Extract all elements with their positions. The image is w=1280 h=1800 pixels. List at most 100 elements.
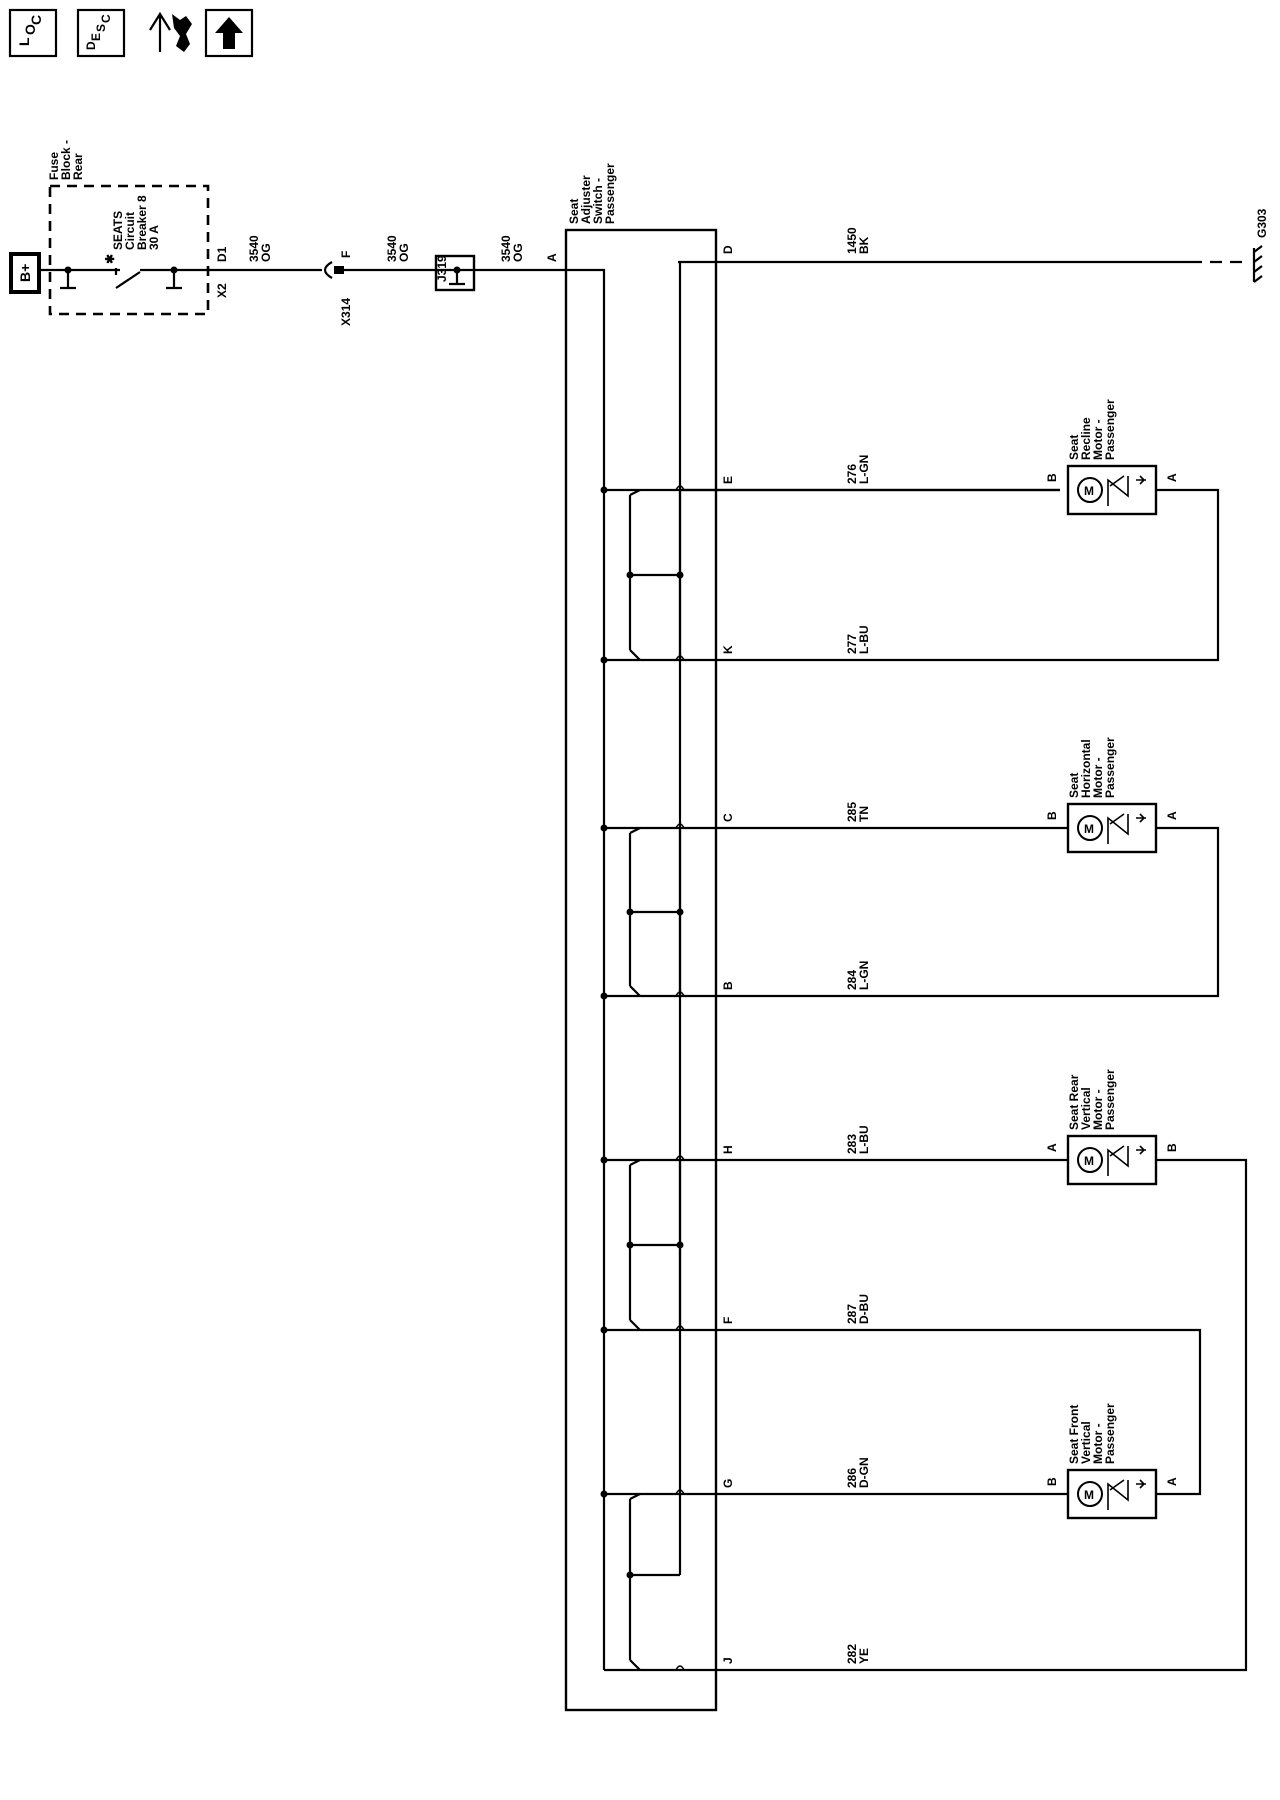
seat-recline-motor: M: [1066, 464, 1158, 516]
wire-276-label: 276 L-GN: [845, 455, 871, 484]
loc-letter-l: L: [16, 37, 32, 46]
svg-text:287: 287: [845, 1304, 859, 1324]
description-button[interactable]: D E S C: [76, 8, 126, 58]
svg-text:SEATS: SEATS: [111, 211, 125, 250]
svg-text:3540: 3540: [385, 235, 399, 262]
fuse-ground-terminal: [60, 270, 76, 290]
desc-letter-s: S: [94, 24, 108, 32]
desc-letter-c: C: [99, 14, 113, 23]
svg-text:M: M: [1084, 484, 1094, 498]
svg-text:3540: 3540: [499, 235, 513, 262]
svg-text:L-BU: L-BU: [857, 1125, 871, 1154]
wire-283-label: 283 L-BU: [845, 1125, 871, 1154]
switch-pin-g-label: G: [721, 1479, 735, 1488]
svg-text:D-GN: D-GN: [857, 1457, 871, 1488]
svg-text:Passenger: Passenger: [1103, 399, 1117, 460]
connector-f-label: F: [339, 251, 353, 258]
svg-text:Passenger: Passenger: [1103, 1403, 1117, 1464]
svg-text:Motor -: Motor -: [1091, 1089, 1105, 1130]
switch-pin-f-label: F: [721, 1317, 735, 1324]
svg-text:Passenger: Passenger: [603, 163, 617, 224]
circuit-breaker-icon: [115, 271, 141, 289]
up-arrow-button[interactable]: [204, 8, 254, 58]
splice-j319-box: [434, 254, 476, 292]
wire-277-label: 277 L-BU: [845, 625, 871, 654]
connector-x2-label: X2: [215, 283, 229, 298]
wire-1450-label: 1450 BK: [845, 227, 871, 254]
svg-text:Seat Front: Seat Front: [1067, 1405, 1081, 1464]
battery-positive: B+: [9, 252, 41, 294]
svg-text:285: 285: [845, 802, 859, 822]
wire-282-label: 282 YE: [845, 1644, 871, 1664]
svg-text:Switch -: Switch -: [591, 178, 605, 224]
svg-text:Block -: Block -: [59, 140, 73, 180]
front-vertical-circuit: [600, 1489, 1068, 1671]
seat-front-vertical-motor-label: Seat Front Vertical Motor - Passenger: [1067, 1403, 1117, 1464]
seat-recline-motor-label: Seat Recline Motor - Passenger: [1067, 399, 1117, 460]
svg-text:Passenger: Passenger: [1103, 1069, 1117, 1130]
svg-text:Vertical: Vertical: [1079, 1421, 1093, 1464]
svg-text:Motor -: Motor -: [1091, 1423, 1105, 1464]
switch-pin-h-label: H: [721, 1145, 735, 1154]
svg-text:283: 283: [845, 1134, 859, 1154]
svg-text:1450: 1450: [845, 227, 859, 254]
recline-pin-b-label: B: [1045, 473, 1059, 482]
svg-text:284: 284: [845, 970, 859, 990]
svg-text:L-BU: L-BU: [857, 625, 871, 654]
connector-view-icon[interactable]: [149, 11, 192, 52]
ground-g303-icon: [1252, 245, 1263, 283]
svg-text:OG: OG: [397, 243, 411, 262]
svg-text:282: 282: [845, 1644, 859, 1664]
recline-pin-a-label: A: [1165, 473, 1179, 482]
wire-3540-label-1: 3540 OG: [247, 235, 273, 262]
svg-text:286: 286: [845, 1468, 859, 1488]
svg-text:Circuit: Circuit: [123, 212, 137, 250]
seat-horizontal-motor-label: Seat Horizontal Motor - Passenger: [1067, 737, 1117, 798]
svg-text:YE: YE: [857, 1648, 871, 1664]
fuse-block-name: Fuse Block - Rear: [47, 140, 85, 180]
front-vertical-pin-a-label: A: [1165, 1477, 1179, 1486]
switch-pin-d-label: D: [721, 245, 735, 254]
wire-3540-label-2: 3540 OG: [385, 235, 411, 262]
svg-text:Motor -: Motor -: [1091, 757, 1105, 798]
switch-pin-c-label: C: [721, 813, 735, 822]
recline-circuit: [600, 485, 1220, 664]
splice-j319-label: J319: [435, 255, 449, 282]
svg-text:✱: ✱: [103, 254, 117, 264]
switch-pin-b-label: B: [721, 981, 735, 990]
svg-text:30 A: 30 A: [147, 225, 161, 250]
seat-adjuster-switch-label: Seat Adjuster Switch - Passenger: [567, 163, 617, 224]
svg-text:Fuse: Fuse: [47, 152, 61, 180]
svg-text:M: M: [1084, 1154, 1094, 1168]
svg-text:TN: TN: [857, 806, 871, 822]
desc-letter-e: E: [89, 33, 103, 41]
switch-feed-bus: [522, 268, 606, 1670]
svg-text:Motor -: Motor -: [1091, 419, 1105, 460]
front-vertical-pin-b-label: B: [1045, 1477, 1059, 1486]
wire-285-label: 285 TN: [845, 802, 871, 822]
svg-text:Seat: Seat: [1067, 435, 1081, 460]
svg-text:L-GN: L-GN: [857, 455, 871, 484]
svg-text:Seat: Seat: [1067, 773, 1081, 798]
fuse-block-outline: [48, 184, 210, 316]
seat-adjuster-switch: [564, 228, 718, 1712]
horizontal-pin-b-label: B: [1045, 811, 1059, 820]
connector-x314-icon: [323, 261, 333, 279]
switch-pin-k-label: K: [721, 645, 735, 654]
svg-text:Recline: Recline: [1079, 417, 1093, 460]
wire-287-label: 287 D-BU: [845, 1294, 871, 1324]
wire-284-label: 284 L-GN: [845, 961, 871, 990]
connector-x314-label: X314: [339, 298, 353, 326]
svg-text:D-BU: D-BU: [857, 1294, 871, 1324]
wire-3540-label-3: 3540 OG: [499, 235, 525, 262]
svg-text:Horizontal: Horizontal: [1079, 739, 1093, 798]
svg-text:Seat Rear: Seat Rear: [1067, 1074, 1081, 1130]
svg-text:276: 276: [845, 464, 859, 484]
svg-text:M: M: [1084, 1488, 1094, 1502]
svg-text:Breaker 8: Breaker 8: [135, 195, 149, 250]
svg-text:OG: OG: [259, 243, 273, 262]
location-button[interactable]: L O C: [8, 8, 58, 58]
ground-g303-label: G303: [1255, 208, 1269, 238]
svg-text:Adjuster: Adjuster: [579, 175, 593, 224]
